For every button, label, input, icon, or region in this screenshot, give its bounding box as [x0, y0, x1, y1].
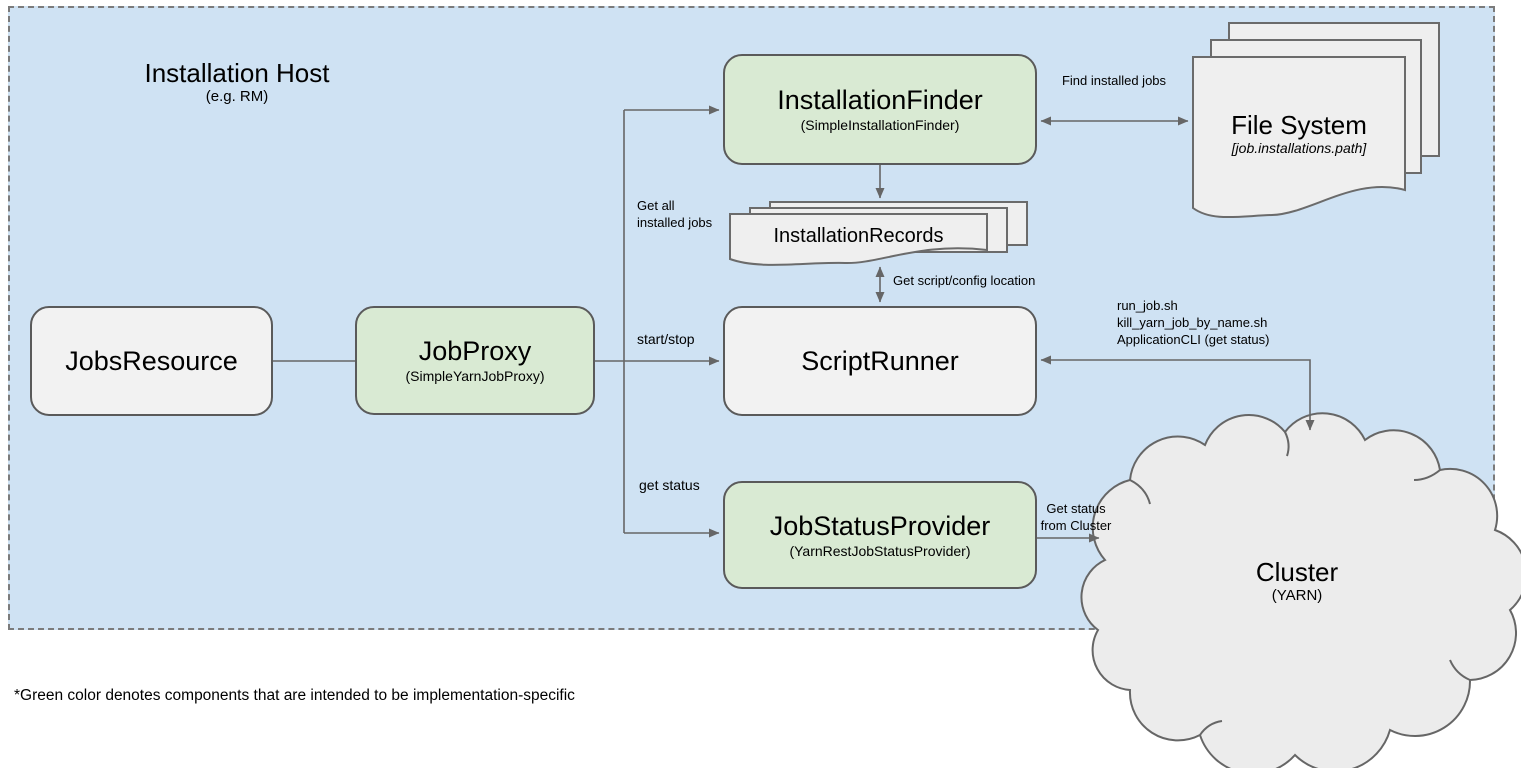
edge-scriptrunner-cluster — [1040, 355, 1315, 431]
script-runner-title: ScriptRunner — [801, 346, 959, 376]
installation-records-title: InstallationRecords — [773, 225, 944, 247]
edge-label-cluster-scripts: run_job.sh kill_yarn_job_by_name.sh Appl… — [1117, 298, 1270, 347]
edge-label-get-script-config-location: Get script/config location — [893, 273, 1036, 288]
installation-records-shape — [729, 201, 1028, 266]
installation-host-title: Installation Host — [144, 58, 330, 88]
installation-host-title-block: Installation Host (e.g. RM) — [87, 58, 387, 106]
cluster-subtitle: (YARN) — [1271, 587, 1323, 604]
file-system-label-block: File System [job.installations.path] — [1193, 110, 1405, 157]
file-system-title: File System — [1231, 110, 1367, 140]
job-status-provider-title: JobStatusProvider — [769, 510, 991, 541]
jobs-resource-title: JobsResource — [65, 346, 238, 376]
job-proxy-title: JobProxy — [418, 336, 532, 366]
installation-records-label-block: InstallationRecords — [730, 224, 987, 248]
file-system-subtitle: [job.installations.path] — [1231, 140, 1367, 156]
legend-footnote: *Green color denotes components that are… — [14, 687, 575, 704]
cluster-label-block: Cluster (YARN) — [1197, 558, 1397, 605]
edge-label-start-stop: start/stop — [637, 331, 695, 347]
job-proxy-subtitle: (SimpleYarnJobProxy) — [405, 368, 545, 384]
edge-label-find-installed-jobs: Find installed jobs — [1061, 73, 1167, 88]
installation-finder-subtitle: (SimpleInstallationFinder) — [800, 117, 960, 133]
node-installation-finder: InstallationFinder (SimpleInstallationFi… — [723, 54, 1037, 165]
installation-records-page-front — [729, 213, 988, 266]
edge-label-get-all-installed-jobs: Get all installed jobs — [637, 198, 713, 230]
edge-label-get-status: get status — [639, 477, 700, 493]
edge-label-get-status-from-cluster: Get status from Cluster — [1040, 501, 1112, 533]
cluster-title: Cluster — [1255, 557, 1339, 587]
node-job-proxy: JobProxy (SimpleYarnJobProxy) — [355, 306, 595, 415]
installation-finder-title: InstallationFinder — [777, 85, 983, 115]
node-script-runner: ScriptRunner — [723, 306, 1037, 416]
node-job-status-provider: JobStatusProvider (YarnRestJobStatusProv… — [723, 481, 1037, 589]
installation-host-subtitle: (e.g. RM) — [205, 88, 269, 105]
node-jobs-resource: JobsResource — [30, 306, 273, 416]
file-system-page-front — [1192, 56, 1406, 219]
job-status-provider-subtitle: (YarnRestJobStatusProvider) — [789, 542, 971, 559]
connectors — [273, 105, 1315, 543]
cluster-cloud-detail-arcs — [1129, 431, 1471, 736]
file-system-shape — [1192, 22, 1440, 219]
